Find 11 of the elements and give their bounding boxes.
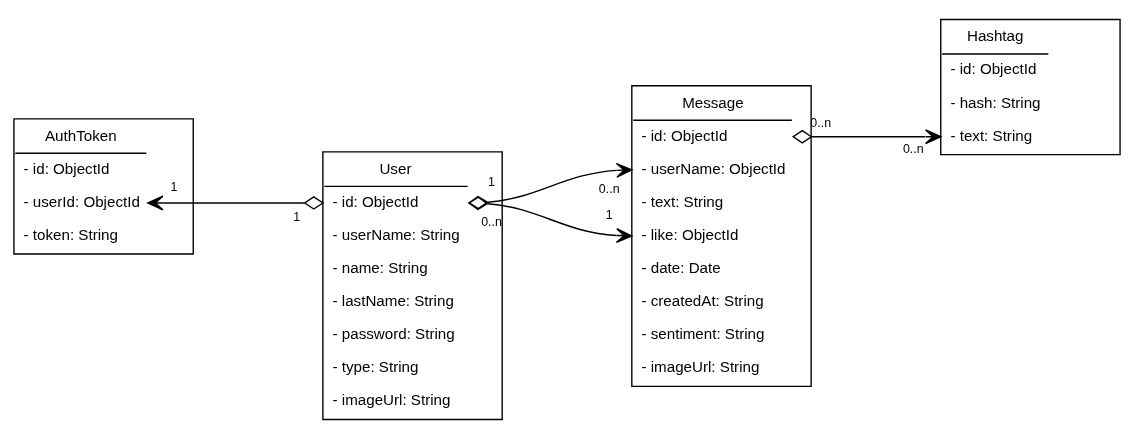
label: 0..n bbox=[902, 141, 924, 156]
arrow bbox=[791, 128, 942, 144]
label: 1 bbox=[488, 174, 495, 189]
label: 0..n bbox=[598, 181, 620, 196]
arrow bbox=[467, 195, 633, 243]
label: 0..n bbox=[481, 214, 502, 229]
arrow bbox=[467, 162, 633, 209]
label: 1 bbox=[293, 209, 301, 224]
label: 1 bbox=[170, 179, 178, 194]
arrow bbox=[147, 194, 325, 210]
label: 1 bbox=[605, 207, 613, 222]
